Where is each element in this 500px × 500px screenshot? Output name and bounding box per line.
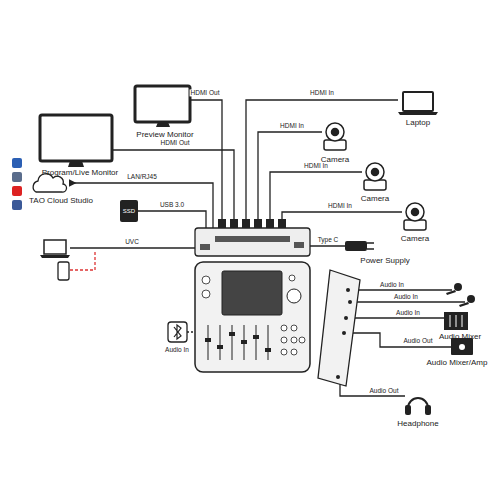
device-name: TAO Cloud Studio (29, 196, 93, 205)
amp-label: Audio Mixer/Amp (418, 358, 496, 367)
device-name: Headphone (397, 419, 438, 428)
device-name: Power Supply (360, 256, 409, 265)
device-name: Preview Monitor (136, 130, 193, 139)
monitor-label: Preview Monitor (130, 130, 200, 139)
audio-label: Audio In (379, 281, 405, 288)
hdmi-label: HDMI Out (190, 89, 221, 96)
mixer-label: Audio Mixer (428, 332, 492, 341)
device-name: Audio Mixer/Amp (427, 358, 488, 367)
hdmi-label: HDMI In (303, 162, 329, 169)
usb-label: USB 3.0 (159, 201, 185, 208)
audio-label: Audio In (393, 293, 419, 300)
hdmi-label: HDMI In (327, 202, 353, 209)
camera-label: Camera (355, 194, 395, 203)
lan-label: LAN/RJ45 (126, 173, 158, 180)
power-label: Power Supply (355, 256, 415, 265)
cloud-label: TAO Cloud Studio (26, 196, 96, 205)
laptop-label: Laptop (393, 118, 443, 127)
device-name: Audio Mixer (439, 332, 481, 341)
camera-label: Camera (395, 234, 435, 243)
power-port-label: Type C (317, 236, 340, 243)
ssd-box: SSD (120, 200, 138, 222)
device-name: Laptop (406, 118, 430, 127)
hdmi-label: HDMI Out (160, 139, 191, 146)
device-name: Camera (401, 234, 429, 243)
device-name: SSD (123, 200, 135, 222)
monitor-label: Program/Live Monitor (30, 168, 130, 177)
device-name: Program/Live Monitor (42, 168, 118, 177)
uvc-label: UVC (124, 238, 140, 245)
hdmi-label: HDMI In (309, 89, 335, 96)
audio-label: Audio Out (369, 387, 400, 394)
audio-label: Audio Out (403, 337, 434, 344)
hdmi-label: HDMI In (279, 122, 305, 129)
audio-label: Audio In (164, 346, 190, 353)
audio-label: Audio In (395, 309, 421, 316)
headphone-label: Headphone (393, 419, 443, 428)
device-name: Camera (361, 194, 389, 203)
